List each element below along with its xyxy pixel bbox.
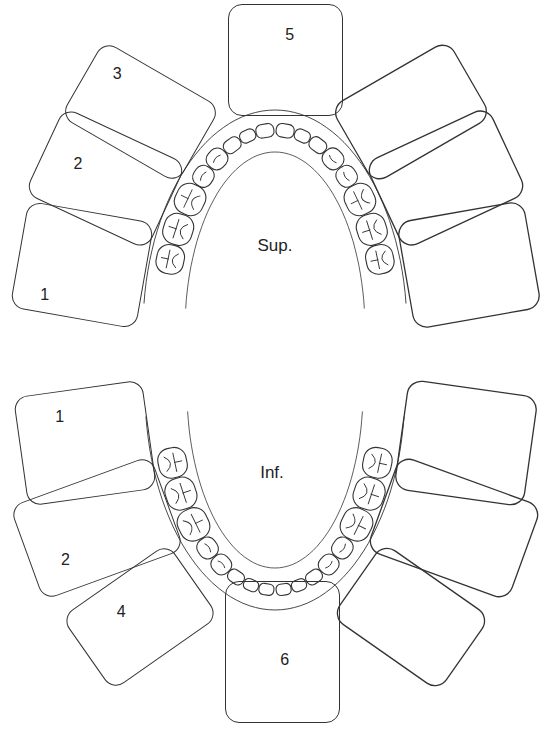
film-number: 2 (61, 551, 70, 567)
film-number: 1 (55, 409, 64, 425)
teeth (144, 110, 406, 610)
tooth (350, 474, 389, 514)
film-number: 3 (113, 66, 122, 82)
palate-line (186, 152, 365, 309)
palate-line (188, 411, 363, 568)
film-position: 1 (13, 379, 157, 506)
film-number: 2 (73, 155, 82, 171)
arch-label: Inf. (260, 464, 284, 481)
film-position: 4 (61, 543, 219, 691)
gum-line (144, 110, 406, 304)
film-outline (331, 40, 492, 184)
film-number: 6 (280, 652, 289, 668)
unnumbered-films (331, 40, 542, 691)
film-outline (332, 543, 490, 691)
tooth (363, 242, 396, 276)
film-outline (394, 379, 538, 506)
film-number: 4 (117, 603, 126, 619)
tooth (258, 583, 275, 596)
arch-label: Sup. (258, 237, 293, 254)
tooth (353, 210, 390, 249)
tooth (155, 445, 189, 480)
film-position: 1 (10, 201, 155, 330)
film-outline (397, 201, 542, 330)
tooth (255, 123, 275, 139)
film-position: 2 (9, 455, 184, 600)
tooth (161, 474, 200, 514)
film-position: 3 (60, 40, 221, 184)
film-outline (366, 455, 541, 600)
film-number: 5 (285, 27, 294, 43)
tooth (275, 583, 292, 596)
film-position: 5 (228, 4, 343, 116)
tooth (360, 445, 394, 480)
film-number: 1 (40, 287, 49, 303)
film-outline (365, 106, 528, 249)
tooth (275, 123, 295, 139)
film-position: 6 (225, 581, 340, 723)
tooth (159, 210, 196, 249)
tooth (154, 242, 187, 276)
film-position: 2 (24, 106, 187, 249)
